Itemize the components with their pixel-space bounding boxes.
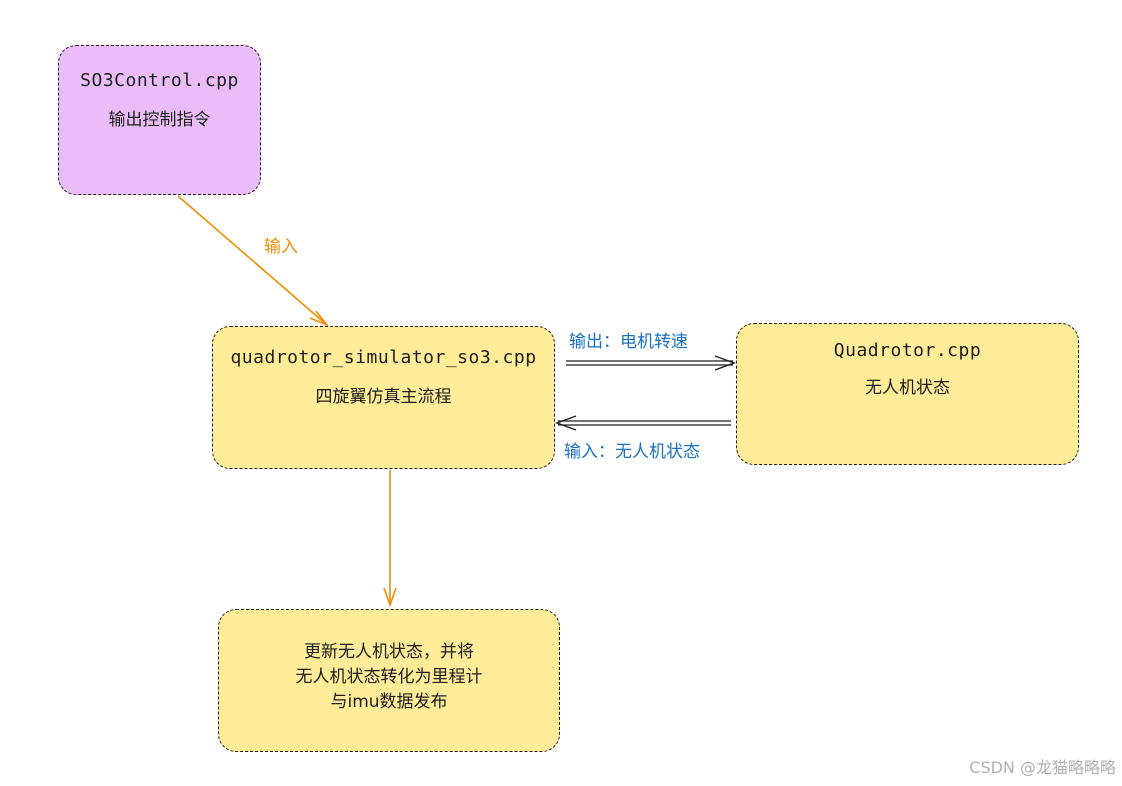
node-title: SO3Control.cpp: [80, 70, 239, 91]
edge-control-to-simulator: [177, 195, 330, 327]
arrowhead-icon: [714, 355, 737, 371]
edge-line: [177, 195, 328, 326]
node-title: quadrotor_simulator_so3.cpp: [230, 347, 537, 368]
node-subtitle: 输出控制指令: [108, 110, 211, 130]
edge-label-output-motor-speed: 输出：电机转速: [569, 332, 688, 352]
edge-simulator-to-quadrotor: [566, 355, 737, 371]
node-subtitle: 无人机状态: [865, 378, 950, 398]
edge-simulator-to-update: [383, 470, 397, 608]
node-text-line: 无人机状态转化为里程计: [295, 667, 483, 687]
arrowhead-icon: [383, 587, 397, 608]
arrowhead-icon: [309, 310, 330, 327]
node-so3-control: SO3Control.cpp 输出控制指令: [58, 45, 261, 195]
node-quadrotor: Quadrotor.cpp 无人机状态: [736, 323, 1079, 465]
edge-quadrotor-to-simulator: [554, 415, 731, 431]
watermark: CSDN @龙猫略略略: [969, 758, 1116, 777]
node-text-line: 与imu数据发布: [330, 692, 448, 712]
node-quadrotor-simulator: quadrotor_simulator_so3.cpp 四旋翼仿真主流程: [212, 326, 555, 469]
edge-label-input-drone-state: 输入：无人机状态: [564, 442, 700, 462]
arrowhead-icon: [554, 415, 577, 431]
node-subtitle: 四旋翼仿真主流程: [315, 387, 452, 407]
edge-label-input: 输入: [264, 237, 298, 257]
node-text-line: 更新无人机状态，并将: [304, 642, 474, 662]
node-update-state: 更新无人机状态，并将 无人机状态转化为里程计 与imu数据发布: [218, 609, 560, 752]
node-title: Quadrotor.cpp: [833, 340, 982, 361]
